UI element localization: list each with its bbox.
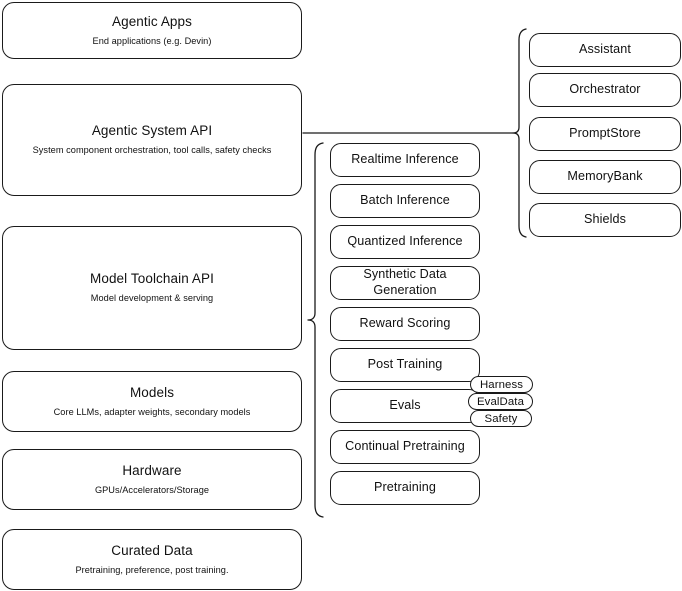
badge-safety[interactable]: Safety [470,410,532,427]
capability-label: Evals [389,398,421,413]
layer-subtitle: End applications (e.g. Devin) [92,35,212,46]
component-box-shields[interactable]: Shields [529,203,681,237]
component-box-promptstore[interactable]: PromptStore [529,117,681,151]
capability-box-batch-inference[interactable]: Batch Inference [330,184,480,218]
layer-box-agentic-system-api[interactable]: Agentic System API System component orch… [2,84,302,196]
component-label: Orchestrator [569,82,641,97]
layer-title: Curated Data [111,542,193,558]
layer-title: Agentic Apps [111,13,192,29]
capability-label: Quantized Inference [347,234,463,249]
capability-box-post-training[interactable]: Post Training [330,348,480,382]
badge-label: Safety [484,412,518,425]
badge-evaldata[interactable]: EvalData [468,393,533,410]
capability-box-synthetic-data-generation[interactable]: Synthetic Data Generation [330,266,480,300]
layer-title: Agentic System API [91,123,213,139]
badge-label: Harness [479,378,524,391]
layer-subtitle: GPUs/Accelerators/Storage [94,484,210,495]
component-label: PromptStore [569,126,641,141]
capability-box-quantized-inference[interactable]: Quantized Inference [330,225,480,259]
component-box-memorybank[interactable]: MemoryBank [529,160,681,194]
capability-box-reward-scoring[interactable]: Reward Scoring [330,307,480,341]
capability-label: Continual Pretraining [345,439,465,454]
layer-subtitle: Pretraining, preference, post training. [75,564,229,575]
component-label: Assistant [579,42,631,57]
component-box-orchestrator[interactable]: Orchestrator [529,73,681,107]
layer-title: Models [129,384,175,400]
capability-box-evals[interactable]: Evals [330,389,480,423]
component-label: Shields [583,212,626,227]
layer-box-hardware[interactable]: Hardware GPUs/Accelerators/Storage [2,449,302,510]
capability-label: Realtime Inference [351,152,459,167]
capability-label: Batch Inference [360,193,450,208]
capability-box-realtime-inference[interactable]: Realtime Inference [330,143,480,177]
layer-title: Hardware [122,462,182,478]
capability-label: Synthetic Data Generation [363,267,447,297]
badge-label: EvalData [476,395,525,408]
layer-title: Model Toolchain API [90,271,214,287]
layer-subtitle: System component orchestration, tool cal… [32,145,272,156]
layer-subtitle: Core LLMs, adapter weights, secondary mo… [53,406,251,417]
capability-label: Post Training [367,357,443,372]
capability-label: Reward Scoring [359,316,451,331]
component-label: MemoryBank [567,169,643,184]
layer-box-curated-data[interactable]: Curated Data Pretraining, preference, po… [2,529,302,590]
layer-box-models[interactable]: Models Core LLMs, adapter weights, secon… [2,371,302,432]
capability-box-continual-pretraining[interactable]: Continual Pretraining [330,430,480,464]
capability-box-pretraining[interactable]: Pretraining [330,471,480,505]
component-box-assistant[interactable]: Assistant [529,33,681,67]
layer-subtitle: Model development & serving [90,293,214,304]
badge-harness[interactable]: Harness [470,376,533,393]
capability-label: Pretraining [373,480,436,495]
layer-box-model-toolchain-api[interactable]: Model Toolchain API Model development & … [2,226,302,350]
layer-box-agentic-apps[interactable]: Agentic Apps End applications (e.g. Devi… [2,2,302,59]
